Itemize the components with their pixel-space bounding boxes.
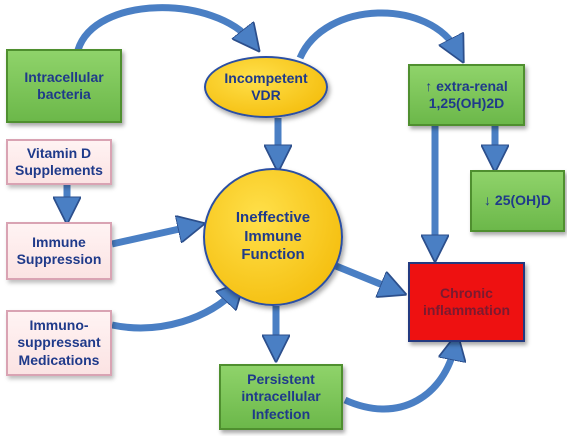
- node-extra-renal-1-25ohd: ↑ extra-renal 1,25(OH)2D: [408, 64, 525, 126]
- node-chronic-inflammation: Chronic inflammation: [408, 262, 525, 342]
- node-persistent-intracellular-infection: Persistent intracellular Infection: [219, 364, 343, 430]
- node-25ohd: ↓ 25(OH)D: [470, 170, 565, 232]
- arrow-immune-to-inflammation: [334, 262, 395, 290]
- arrow-suppression-to-immune: [111, 226, 193, 248]
- node-vitamin-d-supplements: Vitamin D Supplements: [6, 139, 112, 185]
- arrow-infection-to-inflammation: [343, 345, 455, 413]
- node-immunosuppressant-medications: Immuno- suppressant Medications: [6, 310, 112, 376]
- arrow-medications-to-immune: [111, 290, 236, 332]
- node-incompetent-vdr: Incompetent VDR: [204, 56, 328, 118]
- node-immune-suppression: Immune Suppression: [6, 222, 112, 280]
- arrow-bacteria-to-vdr: [74, 4, 252, 50]
- node-ineffective-immune-function: Ineffective Immune Function: [203, 168, 343, 306]
- node-intracellular-bacteria: Intracellular bacteria: [6, 49, 122, 123]
- arrow-vdr-to-extrarenal: [296, 9, 458, 58]
